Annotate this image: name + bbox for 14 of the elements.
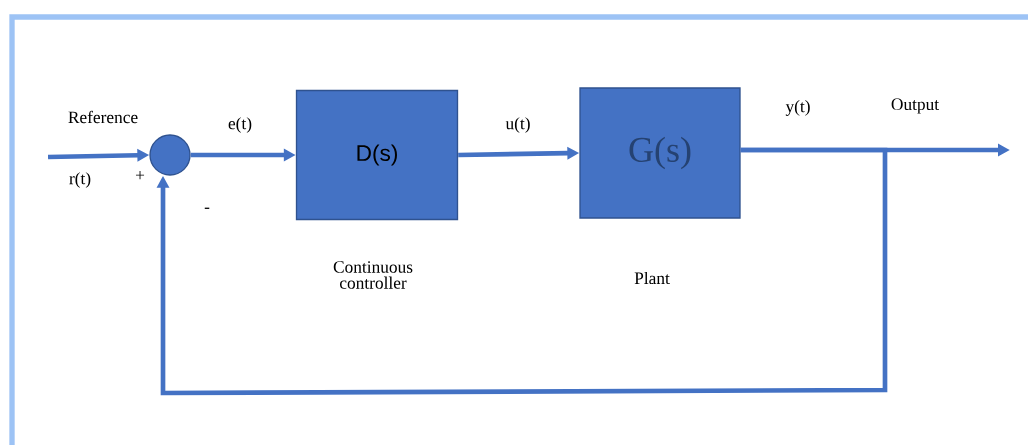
summing-junction xyxy=(149,134,191,176)
output-label: Output xyxy=(891,98,939,114)
signal-label: e(t) xyxy=(228,117,252,133)
block-caption: Continuous controller xyxy=(333,261,413,289)
sign-label: + xyxy=(136,171,145,180)
transfer-function-block: G(s) xyxy=(579,87,741,219)
block-caption: Plant xyxy=(634,271,670,285)
signal-label: r(t) xyxy=(69,172,91,188)
signal-label: y(t) xyxy=(785,100,810,116)
signal-label: u(t) xyxy=(505,117,530,133)
transfer-function-block: D(s) xyxy=(295,89,459,221)
arrow xyxy=(156,147,888,396)
sign-label: - xyxy=(204,207,210,209)
input-label: Reference xyxy=(68,110,138,124)
